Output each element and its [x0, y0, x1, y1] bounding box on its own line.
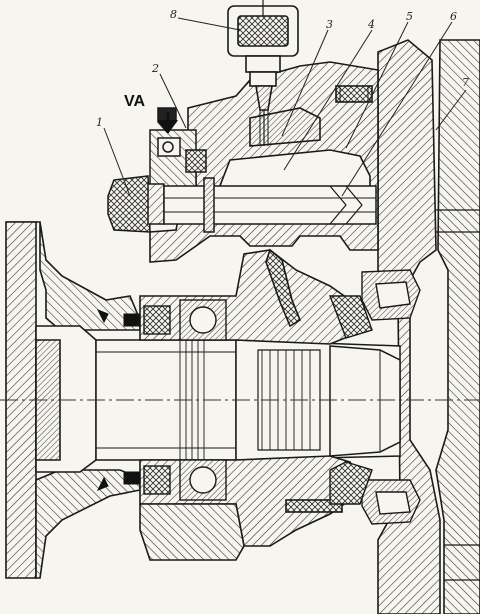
callout-2: 2	[151, 62, 159, 75]
callout-3: 3	[326, 18, 333, 31]
callout-4: 4	[367, 18, 375, 31]
housing-wall	[377, 39, 480, 614]
callout-1: 1	[96, 116, 103, 129]
tapered-roller-bearings	[328, 269, 421, 525]
flange	[5, 221, 141, 579]
callout-7: 7	[462, 76, 469, 89]
callout-5: 5	[406, 10, 413, 23]
callout-numbers: 1 2 3 4 5 6 7 8	[96, 8, 469, 129]
callout-6: 6	[450, 10, 457, 23]
seals	[96, 309, 141, 491]
ball-bearings	[143, 299, 227, 501]
axial-bolt	[107, 175, 377, 233]
leader-lines	[103, 17, 467, 197]
sensor-connector	[227, 0, 299, 146]
callout-8: 8	[170, 8, 177, 21]
va-label: VA	[124, 93, 145, 110]
va-view-arrow	[158, 112, 178, 134]
output-shaft	[95, 339, 401, 461]
